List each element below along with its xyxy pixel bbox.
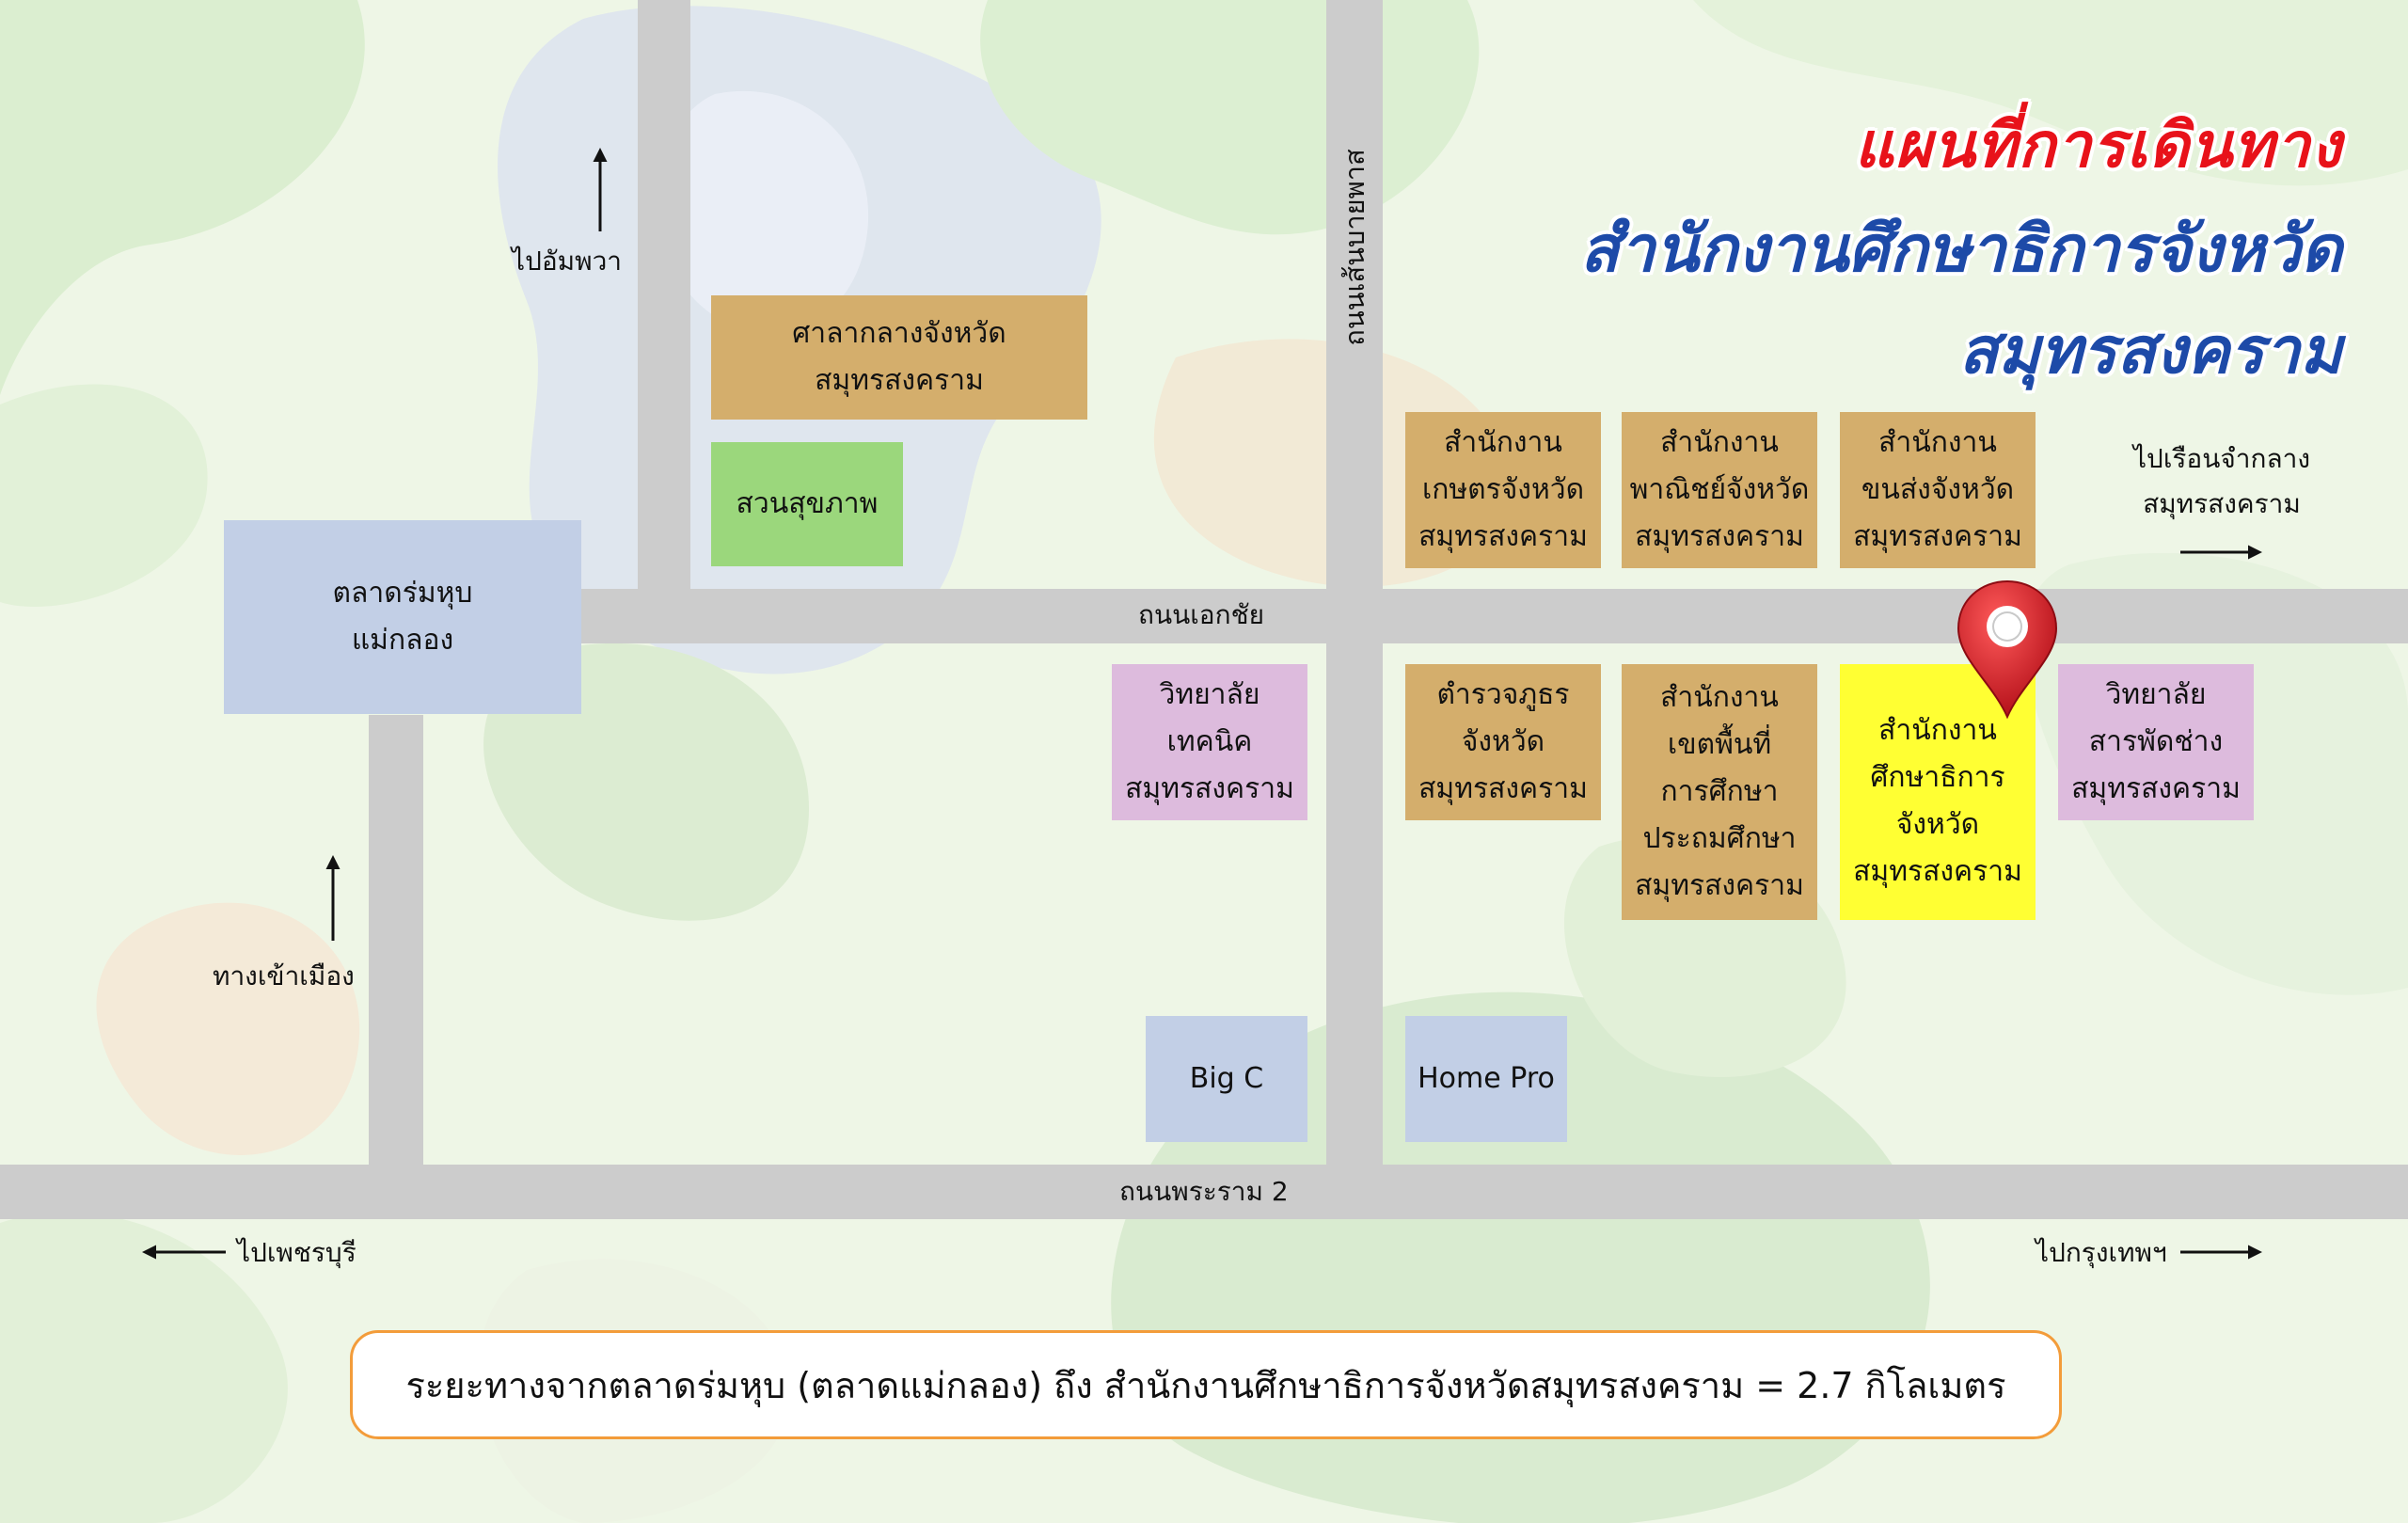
place-commerce-office: สำนักงาน พาณิชย์จังหวัด สมุทรสงคราม [1622, 412, 1817, 568]
place-health-park: สวนสุขภาพ [711, 442, 903, 566]
place-polytechnic: วิทยาลัย สารพัดช่าง สมุทรสงคราม [2058, 664, 2254, 820]
direction-to-prison: ไปเรือนจำกลาง สมุทรสงคราม [2132, 443, 2311, 519]
place-big-c: Big C [1146, 1016, 1307, 1142]
place-home-pro: Home Pro [1405, 1016, 1567, 1142]
road-market-vertical [369, 715, 423, 1166]
road-rama2 [0, 1165, 2408, 1219]
direction-to-petchaburi: ไปเพชรบุรี [237, 1237, 356, 1268]
place-city-hall: ศาลากลางจังหวัดสมุทรสงคราม [711, 295, 1087, 420]
direction-to-bangkok: ไปกรุงเทพฯ [2036, 1237, 2167, 1268]
road-label-rama2: ถนนพระราม 2 [1119, 1176, 1289, 1207]
location-pin-icon [1956, 579, 2058, 719]
direction-to-city: ทางเข้าเมือง [213, 960, 355, 992]
road-label-ekachai: ถนนเอกชัย [1138, 599, 1264, 630]
map-title: แผนที่การเดินทาง [1854, 109, 2342, 182]
place-police: ตำรวจภูธร จังหวัด สมุทรสงคราม [1405, 664, 1601, 820]
road-bypass-vertical [1326, 0, 1383, 1166]
road-vertical-left [638, 0, 690, 602]
place-transport-office: สำนักงาน ขนส่งจังหวัด สมุทรสงคราม [1840, 412, 2036, 568]
place-primary-area-office: สำนักงาน เขตพื้นที่ การศึกษา ประถมศึกษา … [1622, 664, 1817, 920]
map-subtitle: สำนักงานศึกษาธิการจังหวัดสมุทรสงคราม [1579, 213, 2342, 389]
distance-note: ระยะทางจากตลาดร่มหุบ (ตลาดแม่กลอง) ถึง ส… [350, 1330, 2062, 1439]
place-market: ตลาดร่มหุบ แม่กลอง [224, 520, 581, 714]
place-tech-college: วิทยาลัย เทคนิค สมุทรสงคราม [1112, 664, 1307, 820]
direction-to-amphawa: ไปอัมพวา [512, 246, 623, 277]
place-agri-office: สำนักงาน เกษตรจังหวัด สมุทรสงคราม [1405, 412, 1601, 568]
place-education-office: สำนักงาน ศึกษาธิการ จังหวัด สมุทรสงคราม [1840, 664, 2036, 920]
road-ekachai [576, 589, 2408, 643]
